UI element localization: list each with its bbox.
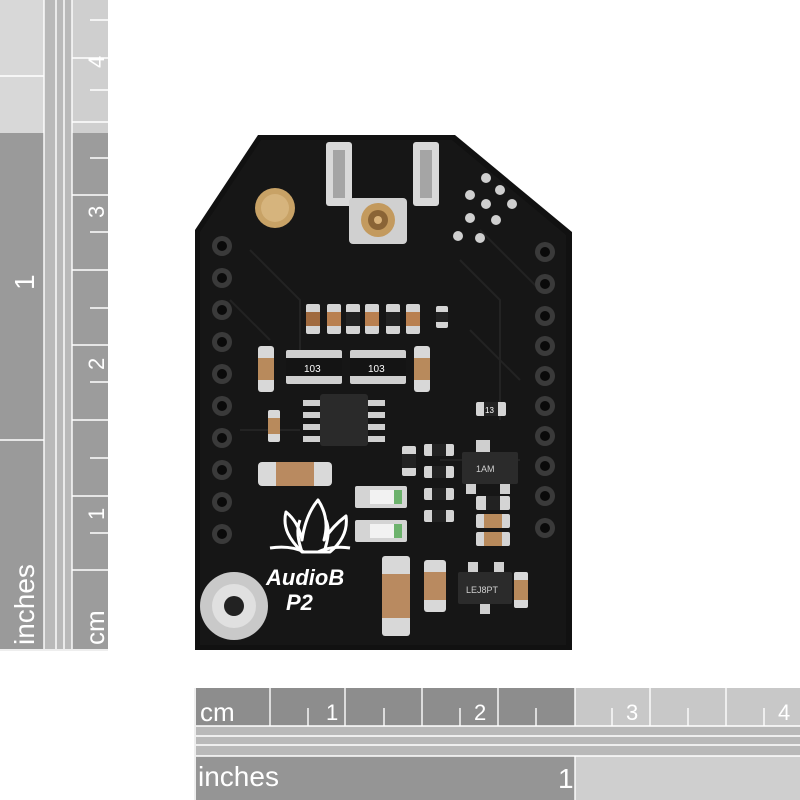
resistor-network-right: [350, 350, 406, 384]
horizontal-ruler-inches-label: inches: [198, 761, 279, 792]
sot23-transistor: [458, 562, 512, 614]
resistor-column: [402, 444, 454, 522]
horizontal-ruler-cm-label: cm: [200, 697, 235, 727]
led-bottom: [355, 520, 407, 542]
resistor-network-label-right: 103: [368, 364, 385, 375]
horizontal-ruler: [194, 688, 800, 800]
board-silkscreen-version: P2: [286, 590, 314, 615]
vertical-ruler-inch-number: 1: [9, 274, 40, 290]
vertical-ruler-cm-1: 1: [84, 508, 109, 520]
transistor-marking: LEJ8PT: [466, 585, 499, 595]
led-top: [355, 486, 407, 508]
voltage-regulator: [462, 440, 518, 494]
capacitor-group: [476, 496, 510, 546]
left-header-pins: [212, 236, 232, 544]
vertical-ruler: [0, 0, 108, 651]
right-header-pins: [535, 242, 555, 538]
tall-capacitor: [382, 556, 410, 636]
horizontal-ruler-cm-1: 1: [326, 700, 338, 725]
via-cluster: [453, 173, 517, 243]
resistor-network-label-left: 103: [304, 364, 321, 375]
vertical-ruler-cm-2: 2: [84, 358, 109, 370]
leaf-logo: [269, 498, 351, 554]
vertical-ruler-cm-4: 4: [84, 56, 109, 68]
horizontal-ruler-cm-4: 4: [778, 700, 790, 725]
pcb-board: [195, 135, 572, 650]
resistor-network-left: [286, 350, 342, 384]
small-component-marking: 13: [485, 406, 494, 415]
small-capacitor: [424, 560, 446, 612]
horizontal-ruler-cm-2: 2: [474, 700, 486, 725]
regulator-marking: 1AM: [476, 464, 495, 474]
large-resistor: [258, 462, 332, 486]
vertical-ruler-cm-label: cm: [80, 610, 110, 645]
board-silkscreen-name: AudioB: [265, 565, 344, 590]
vertical-ruler-inches-label: inches: [9, 564, 40, 645]
main-ic: [303, 394, 385, 446]
horizontal-ruler-inch-number: 1: [558, 763, 574, 794]
horizontal-ruler-cm-3: 3: [626, 700, 638, 725]
vertical-ruler-cm-3: 3: [84, 206, 109, 218]
resistor-row: [306, 304, 448, 334]
mounting-hole: [200, 572, 268, 640]
